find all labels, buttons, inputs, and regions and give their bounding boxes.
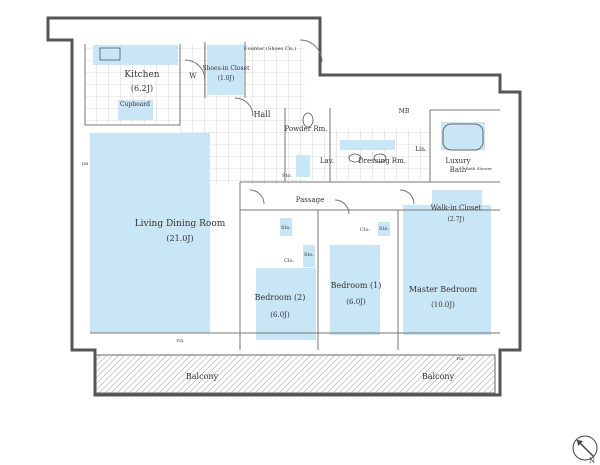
- walkin-size: (2.7J): [448, 216, 465, 223]
- sto-label-hall: Sto.: [282, 173, 292, 179]
- lin-label: Lin.: [415, 146, 427, 153]
- dressing-label: Dressing Rm.: [358, 157, 406, 165]
- sto-fill-3: [303, 245, 315, 267]
- compass-circle: [572, 435, 598, 461]
- interior-walls: [84, 42, 500, 350]
- luxury-label: Luxury: [446, 157, 471, 165]
- compass-arrowhead-icon: [577, 440, 583, 446]
- hall-label: Hall: [254, 110, 271, 119]
- bath-shower-label: Bath Shower: [466, 166, 492, 171]
- passage-label: Passage: [296, 196, 325, 204]
- shoes-closet-name: Shoes-in Closet: [202, 65, 250, 72]
- db-label: DB: [82, 161, 88, 166]
- cupboard-label: Cupboard: [120, 101, 150, 108]
- kitchen-name: Kitchen: [124, 70, 159, 80]
- shoes-closet-size: (1.0J): [218, 75, 235, 82]
- master-name: Master Bedroom: [409, 285, 478, 294]
- bath-label: Bath: [450, 166, 467, 174]
- shoes-closet-fill: [207, 45, 244, 95]
- north-label: N: [589, 457, 595, 465]
- mb-label: MB: [399, 108, 410, 115]
- balcony-floor: [94, 354, 496, 394]
- lav-fill: [296, 155, 310, 177]
- toilet: [302, 112, 314, 128]
- kitchen-size: (6.2J): [131, 84, 153, 93]
- bath-fill: [441, 122, 485, 150]
- bedroom1-fill: [330, 245, 380, 335]
- balcony-label-left: Balcony: [186, 372, 219, 381]
- bedroom2-name: Bedroom (2): [255, 293, 306, 302]
- door-arcs: [184, 39, 415, 215]
- kitchen-sink: [99, 47, 121, 61]
- bedroom2-size: (6.0J): [270, 311, 290, 319]
- sto-fill-2: [378, 222, 390, 236]
- sto-label-b1: Sto.: [379, 226, 389, 232]
- bedroom1-name: Bedroom (1): [331, 281, 382, 290]
- cupboard-fill: [118, 100, 153, 120]
- sto-label-b2: Sto.: [281, 225, 291, 231]
- living-room-fill: [90, 133, 210, 333]
- powder-label: Powder Rm.: [285, 125, 328, 133]
- sto-fill-1: [280, 218, 292, 236]
- bedroom2-fill: [256, 268, 316, 340]
- sto-label-b2b: Sto.: [304, 252, 314, 258]
- counter-label: Counter (Shoes Cls.): [244, 45, 297, 52]
- bedroom1-size: (6.0J): [346, 298, 366, 306]
- outer-wall: [46, 16, 522, 397]
- fix-label-1: FIX: [176, 338, 183, 343]
- living-size: (21.0J): [166, 234, 193, 243]
- balcony-label-right: Balcony: [422, 372, 455, 381]
- clo-label-b1: Clo.: [360, 227, 370, 233]
- clo-label-b2: Clo.: [284, 258, 294, 264]
- bathtub: [442, 123, 484, 151]
- living-name: Living Dining Room: [135, 219, 226, 229]
- walkin-name: Walk-in Closet: [431, 204, 482, 212]
- sink-1: [348, 153, 362, 163]
- w-label: W: [189, 72, 197, 80]
- master-size: (10.0J): [431, 301, 455, 309]
- dressing-fill: [340, 140, 395, 150]
- sink-2: [373, 153, 387, 163]
- lav-label: Lav.: [320, 157, 334, 165]
- fix-label-2: FIX: [456, 356, 463, 361]
